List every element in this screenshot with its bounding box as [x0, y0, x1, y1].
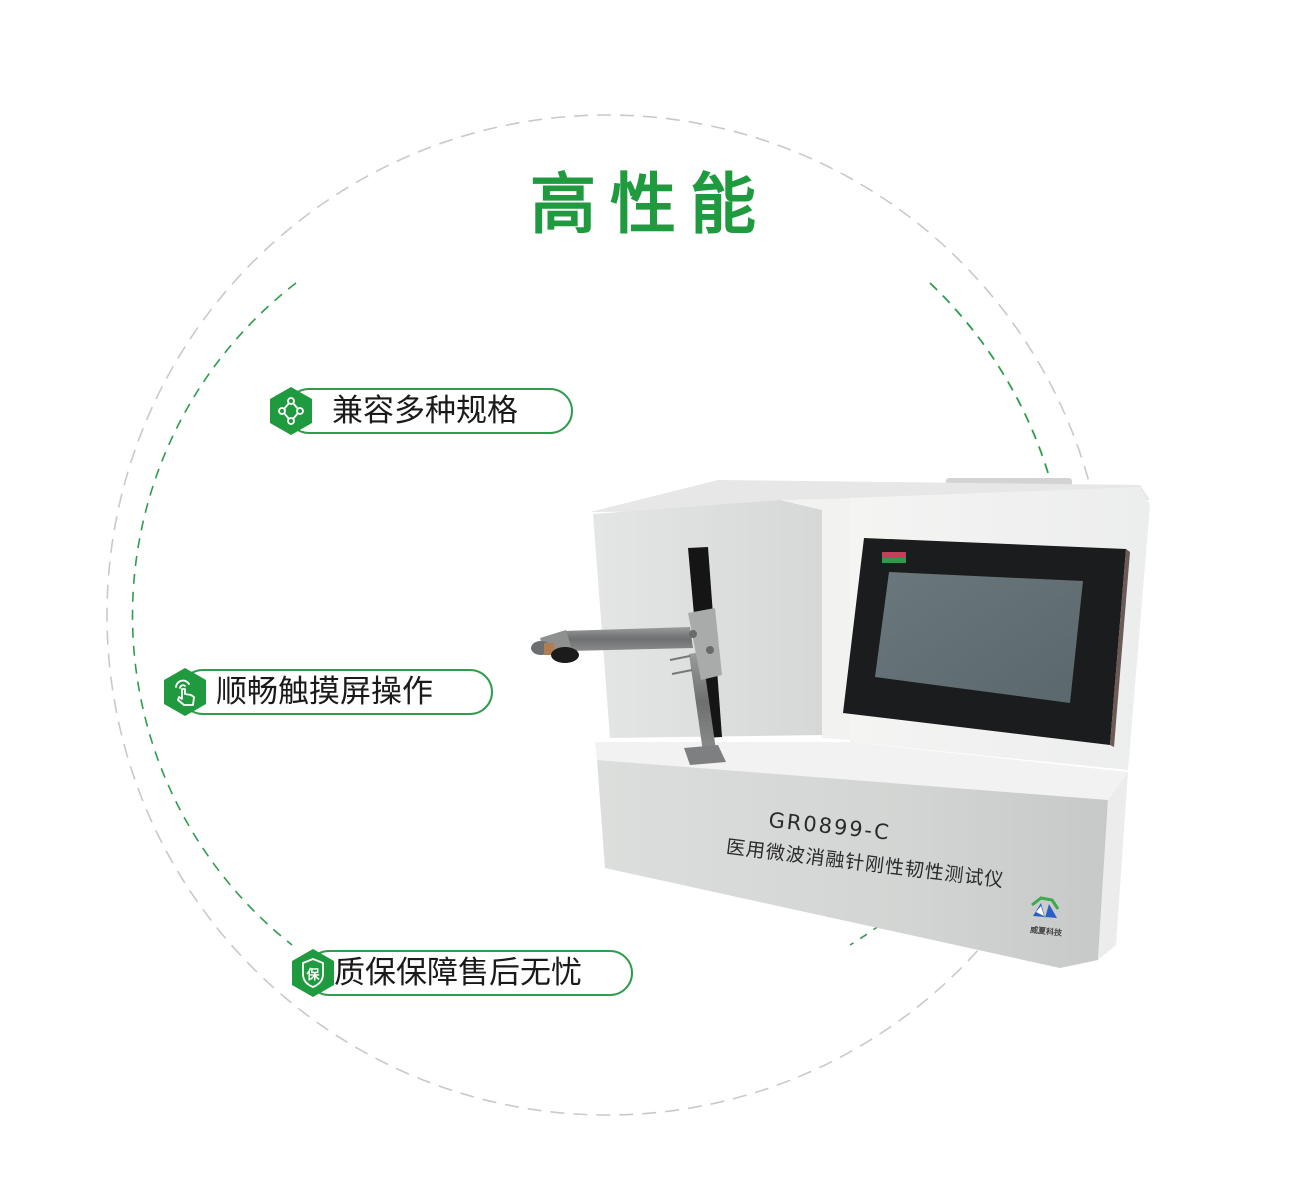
warranty-icon-glyph: 保 — [305, 967, 320, 983]
test-arm — [531, 608, 726, 765]
brand-logo-icon — [1031, 896, 1060, 918]
feature-pill-touchscreen: 顺畅触摸屏操作 — [180, 669, 493, 715]
feature-label: 质保保障售后无忧 — [334, 955, 582, 991]
touchscreen — [843, 538, 1130, 747]
feature-label: 顺畅触摸屏操作 — [216, 674, 433, 710]
feature-pill-warranty: 质保保障售后无忧 — [306, 950, 633, 996]
nodes-icon — [270, 387, 312, 435]
inner-green-arc-left — [131, 282, 297, 946]
feature-label: 兼容多种规格 — [332, 393, 518, 429]
warranty-shield-icon: 保 — [292, 949, 334, 997]
feature-pill-compatible: 兼容多种规格 — [286, 388, 573, 434]
page-title: 高性能 — [530, 166, 770, 243]
touch-hand-icon — [164, 668, 206, 716]
